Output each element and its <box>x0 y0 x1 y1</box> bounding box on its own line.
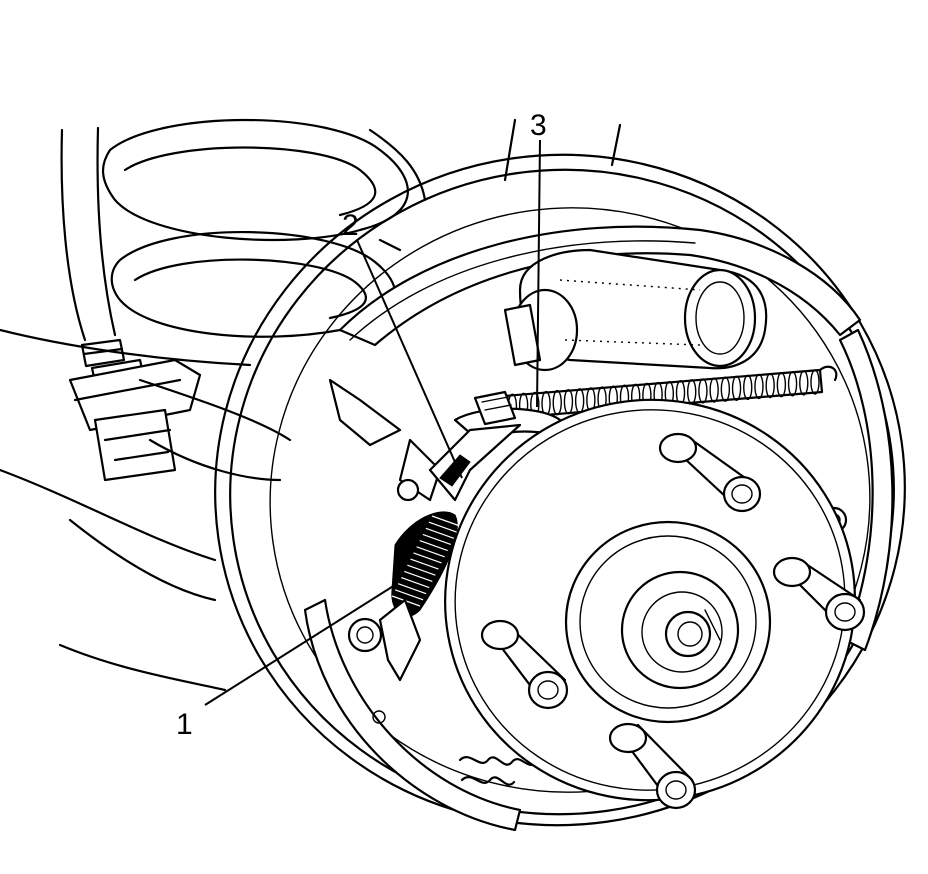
adjuster-lever <box>428 390 562 502</box>
callout-1: 1 <box>176 708 193 741</box>
spring-coil <box>754 373 764 400</box>
backing-plate <box>214 153 906 827</box>
wheel-studs <box>480 432 866 810</box>
spring-coil <box>425 527 455 539</box>
callout-3: 3 <box>530 109 547 142</box>
callout-leaders <box>204 139 541 706</box>
spring-coil <box>401 576 430 589</box>
callout-labels: 1 2 3 <box>176 109 547 741</box>
spring-coil <box>787 371 798 397</box>
brake-hose <box>60 126 202 482</box>
brake-shoes <box>303 225 894 832</box>
wheel-stud <box>608 722 697 810</box>
spring-coil <box>698 378 708 404</box>
spring-coil <box>799 370 809 396</box>
spring-coil <box>397 583 427 595</box>
spring-coil <box>407 564 436 576</box>
spring-coil <box>410 558 439 570</box>
spring-coil <box>731 375 742 401</box>
callout-2: 2 <box>342 209 359 242</box>
spring-coil <box>709 377 719 403</box>
spring-coil <box>563 389 574 415</box>
wheel-cylinder <box>503 248 768 372</box>
spring-coil <box>743 374 753 401</box>
adjuster-spring <box>378 511 461 682</box>
spring-coil <box>552 389 562 416</box>
spring-coil <box>765 372 775 399</box>
spring-coil <box>810 369 820 395</box>
leader-3 <box>536 139 541 408</box>
spring-coil <box>419 540 448 552</box>
spring-coil <box>413 552 442 564</box>
bottom-spring <box>458 756 538 786</box>
spring-coil <box>416 546 445 558</box>
spring-coil <box>428 521 458 533</box>
spring-coil <box>394 589 424 601</box>
wheel-stud <box>658 432 762 513</box>
spring-coil <box>431 515 461 527</box>
spring-coil <box>776 371 787 398</box>
leader-2 <box>356 239 463 479</box>
spring-coil <box>404 570 433 582</box>
leader-1 <box>204 584 396 706</box>
wheel-stud <box>480 619 569 710</box>
wheel-stud <box>772 556 866 632</box>
spring-coil <box>720 376 731 402</box>
spring-coil <box>422 533 451 546</box>
